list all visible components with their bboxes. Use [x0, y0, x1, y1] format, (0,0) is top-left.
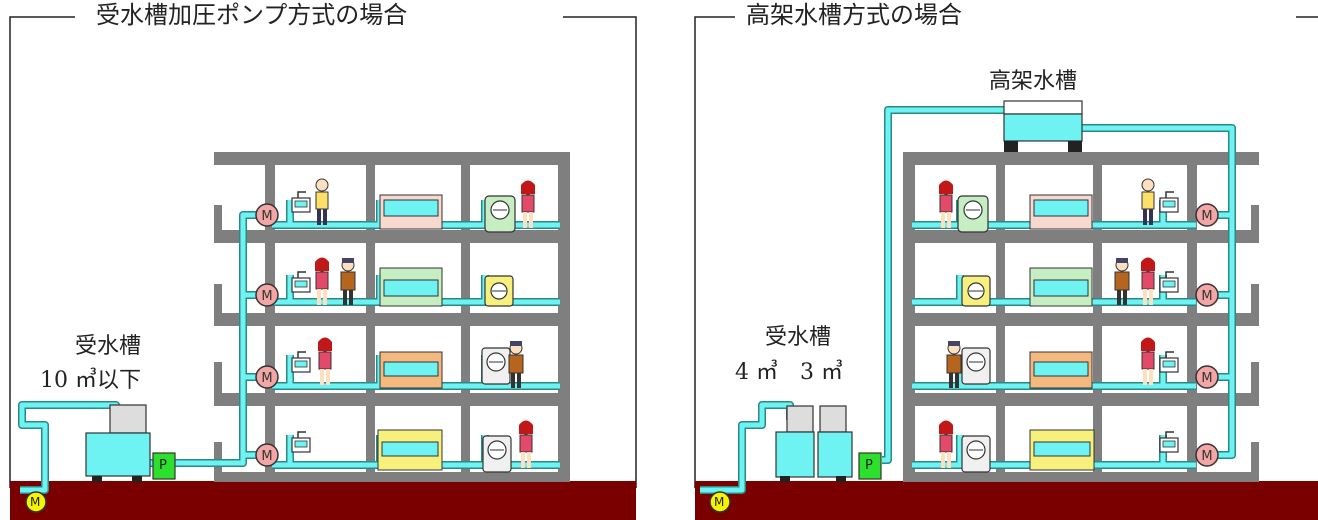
- person-icon: [520, 180, 536, 229]
- elevated-tank-label: 高架水槽: [989, 69, 1078, 94]
- pump: [858, 452, 882, 480]
- washer-icon: [961, 347, 991, 385]
- meter-icon: [255, 443, 279, 467]
- washer-icon: [484, 195, 516, 233]
- person-icon: [946, 340, 962, 389]
- meter-icon: [255, 365, 279, 389]
- person-icon: [1114, 257, 1130, 306]
- person-icon: [938, 420, 954, 469]
- person-icon: [508, 340, 524, 389]
- sink-icon: [291, 271, 311, 293]
- left-frame-line: [563, 16, 637, 488]
- person-icon: [315, 178, 329, 226]
- washer-icon: [482, 435, 512, 473]
- receiving-tank: [775, 405, 853, 482]
- person-icon: [1140, 257, 1156, 306]
- left-panel: [9, 16, 637, 520]
- right-frame-line: [694, 16, 735, 488]
- sink-icon: [291, 191, 311, 213]
- sink-icon: [291, 351, 311, 373]
- elevated-tank: [1003, 100, 1083, 152]
- person-icon: [1141, 178, 1155, 226]
- left-frame-line: [9, 16, 75, 488]
- right-pump-label: P: [865, 458, 873, 473]
- building: [903, 152, 1259, 482]
- receiving-tank: [85, 404, 151, 482]
- washer-icon: [484, 275, 514, 307]
- ground: [695, 481, 1318, 520]
- ground: [10, 481, 636, 520]
- right-tank-capacity: 4 ㎥ 3 ㎥: [735, 360, 843, 385]
- ground-meter-icon: [709, 491, 731, 513]
- washer-icon: [961, 275, 991, 307]
- ground-meter-icon: [25, 491, 47, 513]
- right-panel-title: 高架水槽方式の場合: [740, 3, 968, 27]
- person-icon: [518, 420, 534, 469]
- washer-icon: [957, 195, 989, 233]
- left-panel-title: 受水槽加圧ポンプ方式の場合: [90, 3, 414, 27]
- left-ground-meter-label: M: [30, 495, 41, 509]
- washer-icon: [481, 347, 511, 385]
- right-tank-label: 受水槽: [765, 325, 832, 350]
- building: [214, 152, 570, 482]
- person-icon: [314, 257, 330, 306]
- left-tank-label: 受水槽: [75, 334, 142, 359]
- meter-icon: [255, 283, 279, 307]
- washer-icon: [961, 435, 991, 473]
- meter-icon: [1195, 443, 1219, 467]
- right-panel: [694, 16, 1318, 520]
- meter-icon: [1195, 203, 1219, 227]
- meter-icon: [1195, 365, 1219, 389]
- person-icon: [1140, 337, 1156, 386]
- left-tank-capacity: 10 ㎥以下: [40, 368, 141, 393]
- person-icon: [317, 337, 333, 386]
- person-icon: [340, 257, 356, 306]
- sink-icon: [1159, 191, 1179, 213]
- left-pump-label: P: [159, 458, 167, 473]
- person-icon: [938, 180, 954, 229]
- meter-icon: [255, 203, 279, 227]
- pump: [152, 452, 176, 480]
- sink-icon: [291, 431, 311, 453]
- meter-icon: [1195, 283, 1219, 307]
- right-ground-meter-label: M: [714, 495, 725, 509]
